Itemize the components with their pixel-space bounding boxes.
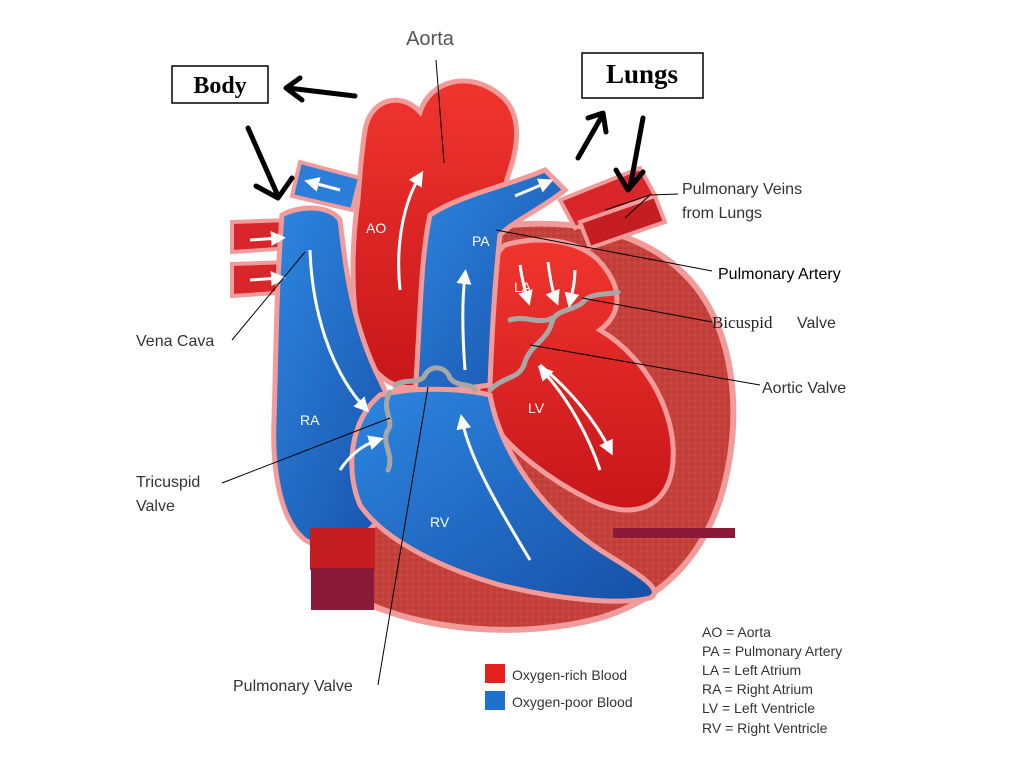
key-item: PA = Pulmonary Artery xyxy=(702,643,842,659)
label-tricuspid-1: Tricuspid xyxy=(136,474,200,491)
label-pulmonary-artery: Pulmonary Artery xyxy=(718,266,841,283)
label-pulmonary-veins-1: Pulmonary Veins xyxy=(682,181,802,198)
pulmonary-artery-vessel xyxy=(412,167,569,398)
lungs-box: Lungs xyxy=(581,52,704,99)
arrow-from-body xyxy=(245,125,281,199)
blood-flow-arrows xyxy=(249,170,613,561)
chamber-label-pa: PA xyxy=(472,233,490,249)
label-bicuspid-word: Bicuspid xyxy=(712,313,773,332)
chamber-label-lv: LV xyxy=(528,400,545,416)
key-item: LA = Left Atrium xyxy=(702,662,801,678)
body-box: Body xyxy=(171,65,269,104)
arrow-to-body xyxy=(285,85,358,99)
legend-swatch-oxygen-rich xyxy=(485,664,505,683)
key-item: RV = Right Ventricle xyxy=(702,720,828,736)
chamber-label-ra: RA xyxy=(300,412,320,428)
key-item: RA = Right Atrium xyxy=(702,681,813,697)
leader-lines xyxy=(221,59,761,686)
chamber-label-la: LA xyxy=(514,279,532,295)
body-box-label: Body xyxy=(193,73,246,99)
abbreviation-key: AO = Aorta PA = Pulmonary Artery LA = Le… xyxy=(702,624,842,736)
key-item: LV = Left Ventricle xyxy=(702,700,815,716)
arrow-to-lungs xyxy=(575,113,605,161)
chamber-label-rv: RV xyxy=(430,514,450,530)
legend-label-oxygen-poor: Oxygen-poor Blood xyxy=(512,694,633,710)
arrow-from-lungs xyxy=(627,115,646,191)
label-pulmonary-veins-2: from Lungs xyxy=(682,205,762,222)
label-vena-cava: Vena Cava xyxy=(136,333,214,350)
right-ventricle-chamber xyxy=(349,386,657,604)
legend-label-oxygen-rich: Oxygen-rich Blood xyxy=(512,667,627,683)
aorta-title: Aorta xyxy=(406,28,455,50)
chamber-labels: AO PA LA LV RA RV xyxy=(300,220,545,530)
lungs-box-label: Lungs xyxy=(606,59,678,89)
legend-swatch-oxygen-poor xyxy=(485,691,505,710)
label-aortic-valve: Aortic Valve xyxy=(762,380,846,397)
inferior-vena-cava xyxy=(310,528,375,610)
label-tricuspid-2: Valve xyxy=(136,498,175,515)
label-bicuspid-valve: Valve xyxy=(797,315,836,332)
maroon-bar-right xyxy=(613,528,735,538)
key-item: AO = Aorta xyxy=(702,624,771,640)
chamber-label-ao: AO xyxy=(366,220,386,236)
text-labels: Aorta Pulmonary Veins from Lungs Pulmona… xyxy=(136,28,846,695)
valves xyxy=(383,289,621,473)
color-legend: Oxygen-rich Blood Oxygen-poor Blood xyxy=(485,664,633,710)
label-pulmonary-valve: Pulmonary Valve xyxy=(233,678,353,695)
black-arrows xyxy=(245,75,646,201)
